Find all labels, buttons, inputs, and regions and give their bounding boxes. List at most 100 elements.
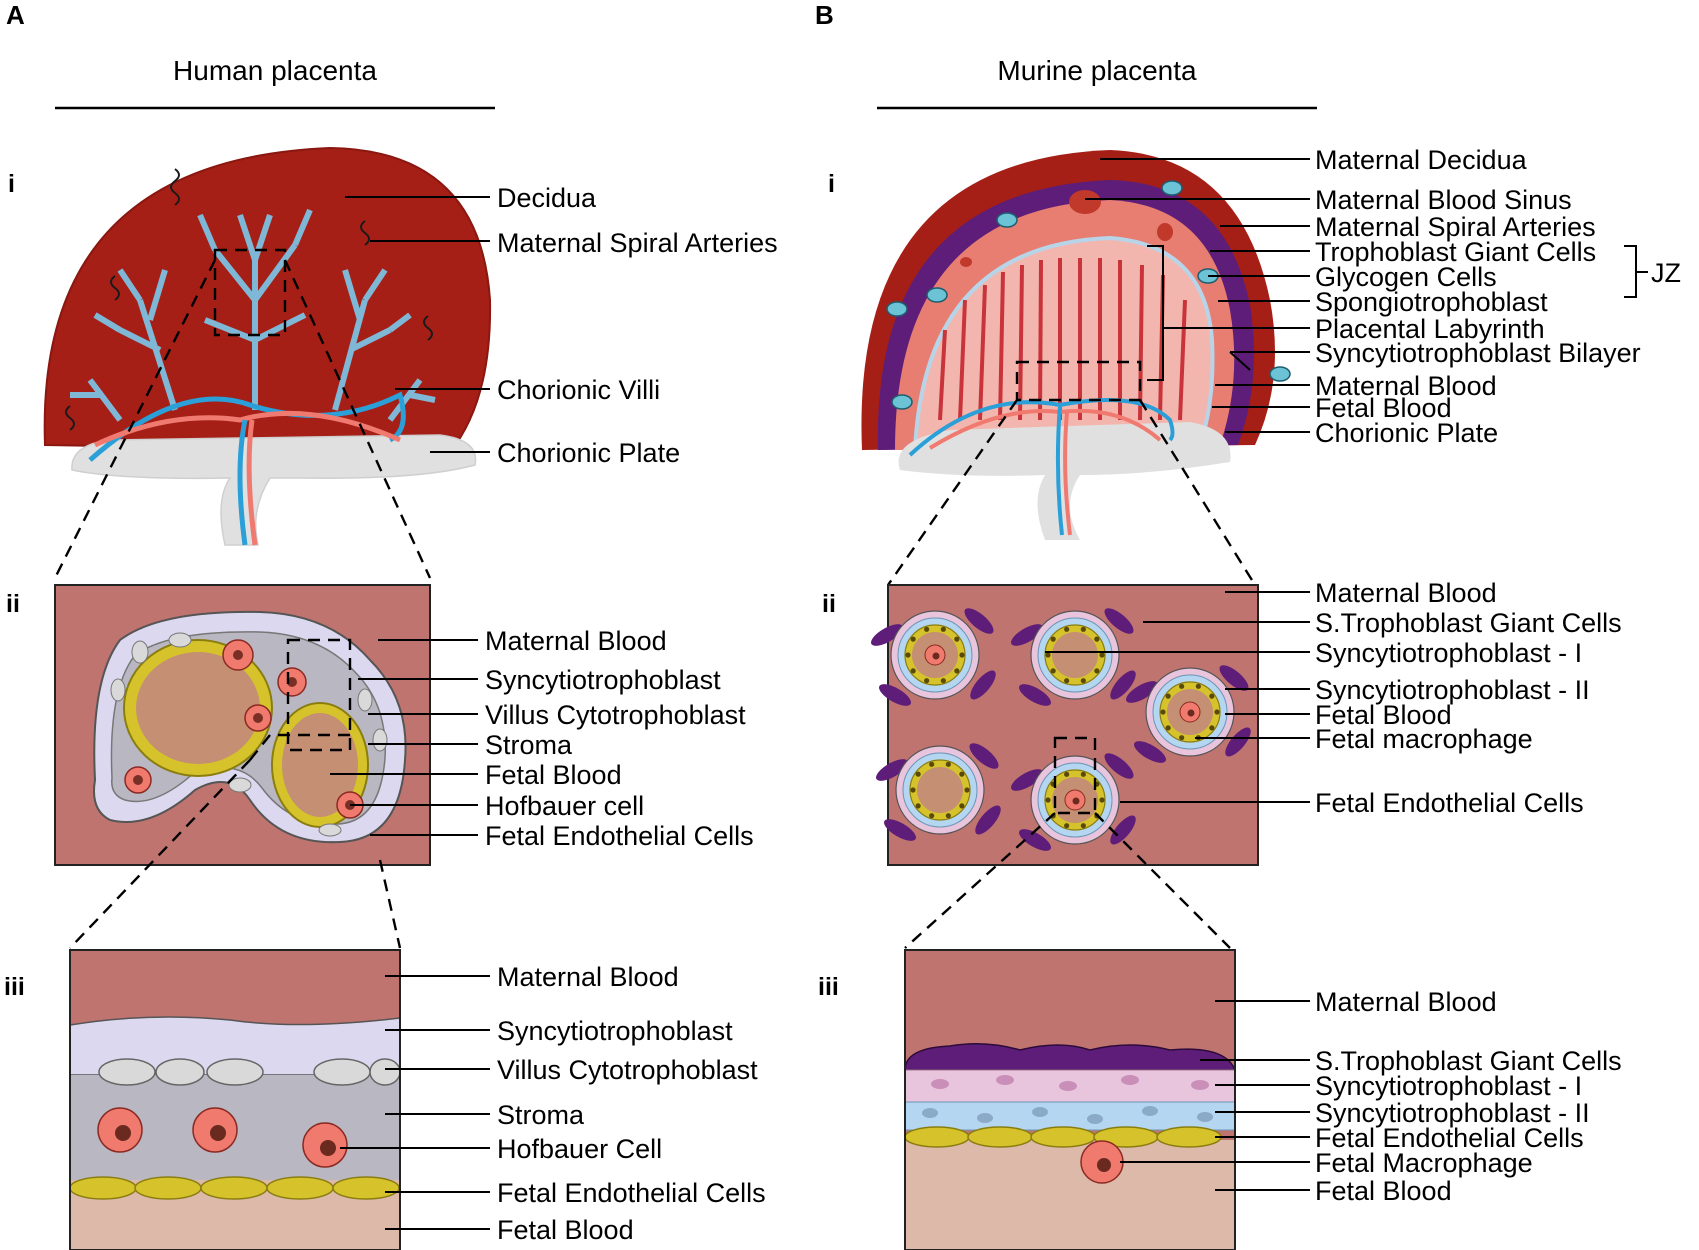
zoom-box-b-ii: [1053, 736, 1097, 815]
label-maternal-spiral-arteries: Maternal Spiral Arteries: [1315, 212, 1596, 242]
label-hofbauer-cell: Hofbauer Cell: [497, 1134, 662, 1164]
endothelial-nucleus: [1195, 683, 1201, 689]
glycogen-cells: [886, 180, 1291, 410]
zoom-connector: [904, 812, 1056, 949]
panel-a-letter: A: [6, 0, 25, 30]
endothelial-nucleus: [924, 678, 930, 684]
endothelial-nucleus: [915, 771, 921, 777]
label-fetal-endothelial-cells: Fetal Endothelial Cells: [485, 821, 754, 851]
label-villus-cytotrophoblast: Villus Cytotrophoblast: [485, 700, 746, 730]
endothelial-nucleus: [1080, 771, 1086, 777]
endothelial-nucleus: [940, 678, 946, 684]
endothelial-nucleus: [1064, 626, 1070, 632]
giant-cell: [1011, 769, 1043, 791]
endothelial-nucleus: [1094, 636, 1100, 642]
fetal-macrophage-nucleus: [932, 652, 940, 660]
fetal-capillaries: [871, 608, 1251, 851]
endothelial-nucleus: [1165, 693, 1171, 699]
endothelial-nucleus: [905, 652, 911, 658]
hofbauer-nuclei: [115, 1125, 336, 1156]
endothelial-nucleus: [1179, 683, 1185, 689]
label-fetal-endothelial-cells: Fetal Endothelial Cells: [497, 1178, 766, 1208]
zoom-box-b-i: [1015, 360, 1142, 402]
endothelial-nucleus: [1064, 823, 1070, 829]
endothelial-nucleus: [1064, 771, 1070, 777]
panel-b-iii-frame: [904, 949, 1236, 1250]
giant-cell: [879, 684, 911, 706]
fetal-blood-large: [136, 652, 260, 764]
endothelial-nucleus: [959, 803, 965, 809]
zoom-box-a-ii: [286, 638, 352, 752]
panel-a: A Human placenta i: [4, 0, 778, 1250]
giant-cell: [884, 819, 916, 841]
fetal-blood-small: [282, 713, 358, 817]
umbilical-vein: [1055, 404, 1064, 536]
panel-a-iii-numeral: iii: [4, 973, 25, 1001]
endothelial-nucleus: [1165, 725, 1171, 731]
hofbauer-nuclei: [133, 650, 355, 810]
endothelial-nucleus: [1080, 626, 1086, 632]
label-syncytiotrophoblast: Syncytiotrophoblast: [485, 665, 721, 695]
label-syncytiotrophoblast: Syncytiotrophoblast: [497, 1016, 733, 1046]
endothelial-nucleus: [1050, 636, 1056, 642]
label-trophoblast-giant-cells: Trophoblast Giant Cells: [1315, 237, 1596, 267]
endothelial-nucleus: [954, 668, 960, 674]
label-maternal-blood: Maternal Blood: [1315, 987, 1497, 1017]
endothelial-nucleus: [940, 626, 946, 632]
label-syncytiotrophoblast-ii: Syncytiotrophoblast - II: [1315, 1098, 1590, 1128]
panel-b-letter: B: [815, 0, 834, 30]
panel-b-ii-numeral: ii: [822, 590, 836, 618]
umbilical-vein: [237, 419, 248, 546]
giant-cell: [1110, 815, 1136, 845]
panel-b-iii-labels: Maternal Blood S.Trophoblast Giant Cells…: [1120, 987, 1622, 1206]
chorionic-plate-shape: [71, 434, 477, 546]
label-fetal-blood: Fetal Blood: [1315, 700, 1452, 730]
panel-a-i-labels: Decidua Maternal Spiral Arteries Chorion…: [345, 183, 778, 468]
label-hofbauer-cell: Hofbauer cell: [485, 791, 644, 821]
giant-cell-band: [904, 1043, 1237, 1071]
label-villus-cytotrophoblast: Villus Cytotrophoblast: [497, 1055, 758, 1085]
giant-cell: [1019, 829, 1051, 851]
cytotrophoblast-row: [98, 1058, 401, 1086]
endothelial-nucleus: [1080, 678, 1086, 684]
label-syncytiotrophoblast-i: Syncytiotrophoblast - I: [1315, 638, 1582, 668]
label-maternal-blood: Maternal Blood: [1315, 578, 1497, 608]
label-chorionic-plate: Chorionic Plate: [497, 438, 680, 468]
endothelial-nucleus: [1099, 652, 1105, 658]
panel-a-i-numeral: i: [8, 170, 15, 198]
label-placental-labyrinth: Placental Labyrinth: [1315, 314, 1545, 344]
label-fetal-endothelial-cells: Fetal Endothelial Cells: [1315, 1123, 1584, 1153]
human-placenta-overview: i: [8, 146, 492, 546]
giant-cell: [1011, 624, 1043, 646]
zoom-box-a-i: [213, 248, 287, 337]
chorionic-villi-group: [70, 208, 436, 422]
jz-bracket: [1624, 245, 1648, 298]
endothelial-nucleus: [945, 761, 951, 767]
umbilical-artery: [1063, 411, 1072, 536]
syncytiotrophoblast-ii-band: [904, 1101, 1236, 1131]
giant-cell: [1110, 670, 1136, 700]
giant-cell: [1104, 753, 1134, 779]
panel-a-ii-numeral: ii: [6, 590, 20, 618]
zoom-connector: [283, 259, 432, 579]
labyrinth-zone: [912, 235, 1215, 453]
giant-cell: [969, 743, 999, 769]
panel-b: B Murine placenta i: [815, 0, 1681, 1250]
endothelial-nucleus: [945, 813, 951, 819]
label-spongiotrophoblast: Spongiotrophoblast: [1315, 287, 1548, 317]
zoom-connector: [1138, 399, 1257, 586]
label-chorionic-plate: Chorionic Plate: [1315, 418, 1498, 448]
endothelial-nucleus: [1179, 735, 1185, 741]
syncytiotrophoblast-band: [69, 1016, 401, 1076]
label-s-trophoblast-giant-cells: S.Trophoblast Giant Cells: [1315, 608, 1622, 638]
giant-cell: [876, 759, 908, 781]
fetal-macrophage-nucleus: [1097, 1158, 1111, 1172]
endothelial-nucleus: [1045, 652, 1051, 658]
endothelial-cells-row: [69, 1176, 400, 1200]
endothelial-nucleus: [954, 636, 960, 642]
endothelial-nucleus: [959, 771, 965, 777]
zoom-connector: [887, 399, 1018, 586]
panel-a-iii-frame: [69, 949, 401, 1250]
giant-cell: [1225, 727, 1251, 757]
